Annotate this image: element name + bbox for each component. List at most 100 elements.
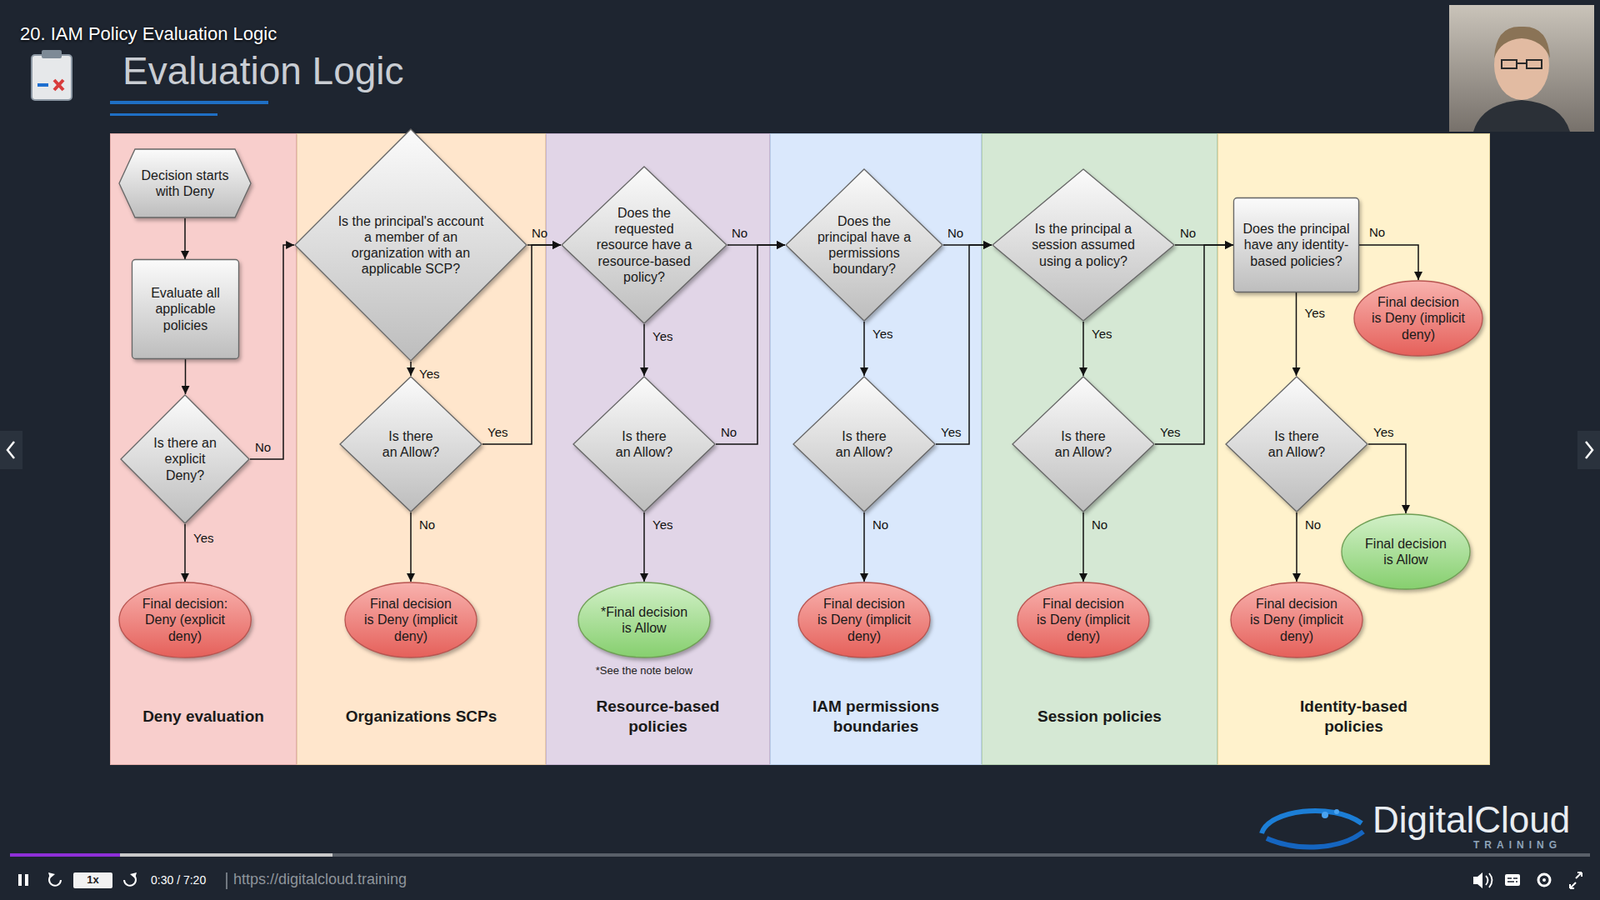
diamond-outline	[1225, 376, 1368, 512]
ellipse-outline	[578, 582, 710, 658]
node-text: Does the principal have any identity-bas…	[1241, 220, 1352, 270]
shape-outline	[577, 581, 711, 659]
ellipse-outline	[345, 582, 477, 658]
edge-label-holder: Yes	[652, 329, 673, 345]
video-title: 20. IAM Policy Evaluation Logic	[20, 23, 277, 45]
edge-label-holder: No	[419, 517, 435, 533]
flow-connector	[250, 245, 295, 460]
node-text: Does the requested resource have a resou…	[594, 205, 695, 285]
decision-diamond: Does the requested resource have a resou…	[560, 165, 728, 325]
captions-lines	[1507, 878, 1518, 882]
flow-connector	[410, 512, 412, 582]
presenter-glasses	[1501, 60, 1542, 69]
lane-heading: Deny evaluation	[142, 706, 265, 727]
speed-badge-box	[73, 872, 113, 889]
diamond-outline	[1012, 376, 1155, 512]
flow-connector	[184, 218, 186, 260]
flow-connector	[1082, 321, 1085, 376]
volume-icon	[1473, 872, 1483, 889]
shape-outline	[1011, 375, 1155, 513]
edge-label-holder: Yes	[872, 326, 893, 342]
edge-label: No	[947, 225, 964, 241]
box-outline	[132, 260, 240, 360]
flow-connector	[1155, 245, 1234, 445]
flow-connector	[1368, 444, 1406, 514]
swirl-arc	[1261, 810, 1362, 834]
time-display: 0:30 / 7:20	[150, 873, 206, 888]
lane-heading: Resource-based policies	[579, 696, 738, 737]
edge-label-holder: Yes	[487, 425, 508, 440]
edge-label: Yes	[1091, 326, 1112, 342]
nav-button	[0, 430, 23, 470]
shape-outline	[1340, 513, 1471, 590]
logo-swirl	[1261, 809, 1364, 847]
diamond-outline	[340, 376, 482, 512]
shape-outline	[785, 168, 944, 322]
diamond-outline	[295, 129, 527, 361]
edge-label: No	[731, 225, 748, 241]
slide-title: Evaluation Logic	[122, 48, 405, 95]
shape-outline	[339, 375, 483, 513]
speed-badge-holder: 1x	[73, 873, 113, 887]
edge-label-holder: Yes	[419, 366, 440, 382]
edge-label-holder: Yes	[1091, 326, 1112, 342]
forward-icon-head	[130, 872, 137, 879]
fullscreen-icon	[1570, 872, 1582, 889]
node-text: Is there an Allow?	[834, 428, 895, 460]
title-underline	[110, 100, 269, 105]
shape-outline	[294, 128, 528, 362]
decision-diamond: Does the principal have a permissions bo…	[785, 168, 944, 322]
node-text: Is there an Allow?	[1266, 428, 1327, 460]
node-text: Final decision is Deny (implicit deny)	[1250, 595, 1344, 645]
slide-title-holder: Evaluation Logic	[122, 48, 405, 95]
diamond-outline	[793, 376, 935, 512]
edge-label-holder: No	[1369, 225, 1385, 240]
node-text: Evaluate all applicable policies	[140, 285, 232, 334]
flow-connector	[1295, 292, 1298, 376]
edge-label-holder: Yes	[1160, 425, 1180, 440]
presenter-hair	[1494, 26, 1550, 59]
edge-label-holder: No	[255, 440, 271, 455]
cross-mark	[54, 80, 64, 90]
edge-label: Yes	[1305, 305, 1325, 321]
flow-connector	[643, 324, 645, 376]
swirl-arc	[1266, 831, 1364, 847]
edge-label-holder: Yes	[193, 530, 214, 546]
pause-icon	[25, 874, 29, 886]
progress-played	[10, 853, 120, 857]
diamond-outline	[992, 169, 1175, 321]
edge-label: No	[255, 440, 271, 455]
node-text: Final decision is Deny (implicit deny)	[817, 595, 911, 645]
edge-label: Yes	[652, 517, 673, 533]
diamond-outline	[561, 166, 727, 324]
shape-outline	[1225, 375, 1369, 513]
minus-mark	[37, 83, 49, 87]
node-text: Final decision is Deny (implicit deny)	[1036, 595, 1130, 645]
flow-connector	[643, 512, 645, 582]
node-text: Final decision: Deny (explicit deny)	[138, 595, 232, 645]
ellipse-outline	[1354, 280, 1483, 356]
decision-diamond: Is there an Allow?	[792, 375, 936, 513]
site-url: https://digitalcloud.training	[233, 870, 407, 890]
title-underline	[110, 113, 218, 116]
settings-icon-hub	[1542, 878, 1546, 882]
edge-label-holder: No	[947, 225, 964, 241]
edge-label: Yes	[419, 366, 440, 382]
lane-heading: Session policies	[1037, 706, 1162, 727]
start-hexagon: Decision starts with Deny	[118, 148, 252, 219]
settings-icon	[1538, 874, 1550, 886]
edge-label: Yes	[940, 425, 961, 440]
decision-diamond: Is there an Allow?	[572, 375, 716, 513]
final-decision-ellipse: Final decision is Deny (implicit deny)	[1016, 581, 1150, 659]
node-text: Final decision is Deny (implicit deny)	[1371, 294, 1465, 343]
rewind-icon-head	[48, 872, 55, 879]
node-text: Is the principal a session assumed using…	[1025, 220, 1142, 270]
edge-label: No	[1180, 225, 1196, 241]
separator	[225, 872, 228, 890]
lane-heading: Organizations SCPs	[345, 706, 498, 727]
site-url-holder: https://digitalcloud.training	[233, 870, 407, 890]
flow-connector	[863, 321, 865, 376]
node-text: *Final decision is Allow	[597, 604, 691, 636]
logo-wordmark-holder: DigitalCloud	[1372, 801, 1570, 839]
